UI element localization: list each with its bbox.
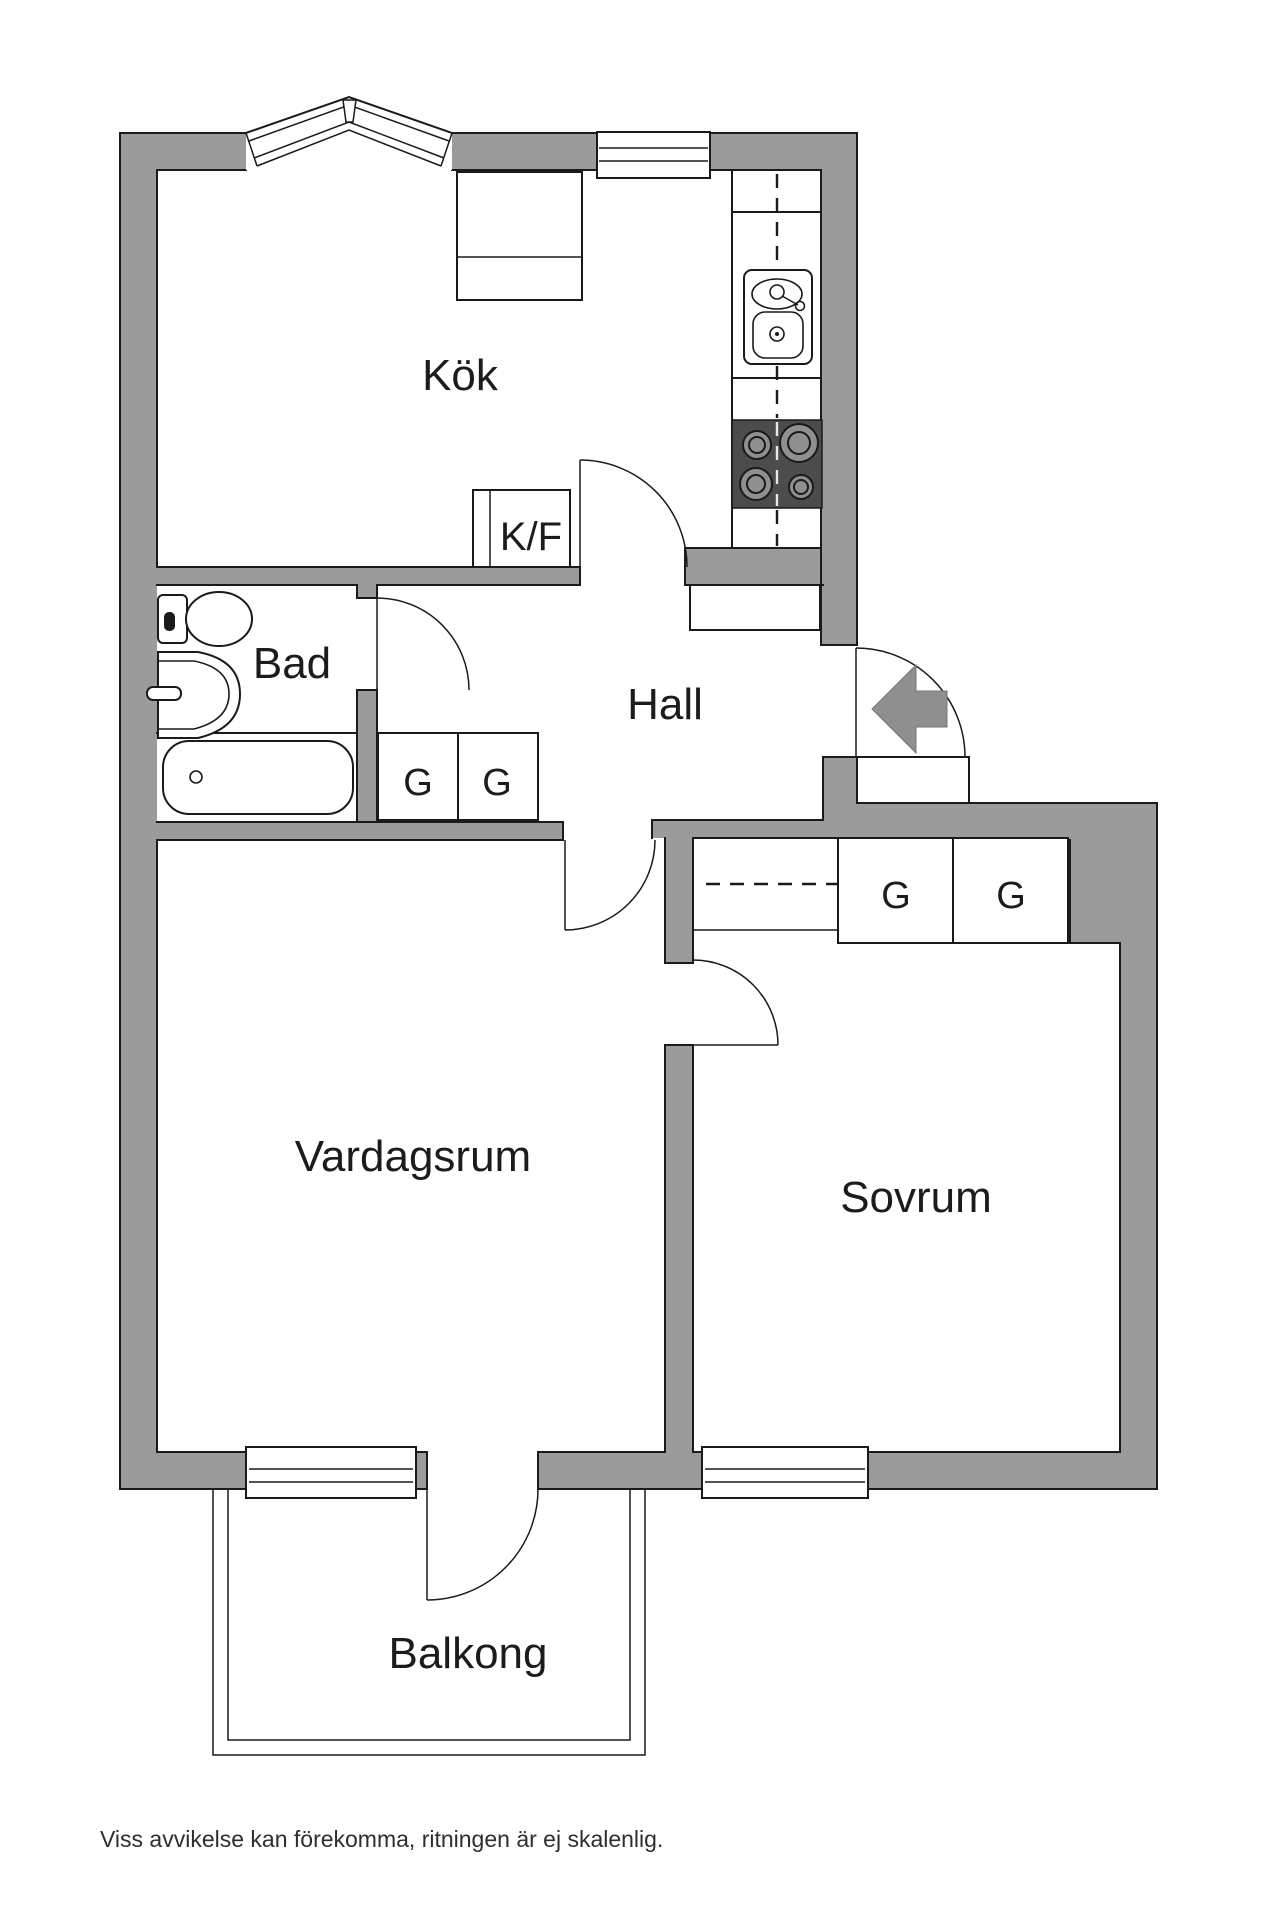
- door-sovrum: [692, 959, 779, 1046]
- bathtub: [162, 740, 354, 815]
- room-label-hall: Hall: [627, 680, 703, 729]
- kitchen-sink: [743, 269, 813, 365]
- wall-divider-upper: [665, 838, 693, 963]
- wall-kitchen-bottom-right: [685, 548, 823, 585]
- wall-bad-right-lower: [357, 690, 377, 822]
- door-vardagsrum: [564, 839, 656, 931]
- disclaimer-text: Viss avvikelse kan förekomma, ritningen …: [100, 1826, 663, 1852]
- entry-arrow-icon: [871, 663, 948, 755]
- wall-bad-bottom: [157, 822, 563, 840]
- wardrobe-sovrum-2: G: [952, 837, 1069, 944]
- fridge-freezer-label: K/F: [500, 515, 562, 559]
- room-label-balkong: Balkong: [388, 1629, 547, 1678]
- walls: [120, 133, 1157, 1489]
- fridge-freezer: [472, 489, 571, 568]
- door-entrance: [855, 647, 966, 758]
- wall-bad-right-upper: [357, 583, 377, 598]
- room-label-vardagsrum: Vardagsrum: [295, 1132, 531, 1181]
- wardrobe-label: G: [403, 762, 433, 804]
- window-kitchen: [596, 131, 711, 179]
- wardrobe-label: G: [482, 762, 512, 804]
- wall-top-mid: [452, 133, 597, 170]
- wall-top-left: [120, 133, 246, 170]
- kitchen-cabinet: [456, 171, 583, 301]
- wall-left: [120, 133, 157, 1489]
- bathroom-sink: [146, 651, 242, 739]
- door-bathroom: [376, 597, 470, 691]
- wall-sovrum-right-block: [1070, 803, 1157, 943]
- wardrobe-label: G: [996, 875, 1026, 917]
- bay-window-mullion: [342, 99, 357, 123]
- door-kitchen: [579, 459, 688, 568]
- sovrum-recess: [693, 882, 838, 931]
- wall-divider-lower: [665, 1045, 693, 1452]
- balcony-railing: [212, 1489, 646, 1756]
- door-balcony: [426, 1488, 539, 1601]
- room-label-bad: Bad: [253, 639, 331, 688]
- entry-threshold: [856, 756, 970, 804]
- wall-right-upper: [821, 133, 857, 645]
- wall-hall-bottom: [652, 820, 858, 838]
- hall-niche: [689, 584, 821, 631]
- wall-right-lower: [1120, 943, 1157, 1489]
- room-label-kok: Kök: [422, 351, 499, 400]
- room-label-sovrum: Sovrum: [840, 1173, 992, 1222]
- wardrobe-sovrum-1: G: [837, 837, 954, 944]
- wardrobe-hall-2: G: [457, 732, 539, 821]
- wall-kitchen-bottom-left: [157, 567, 580, 585]
- window-vardagsrum: [245, 1446, 417, 1499]
- stove: [731, 419, 823, 509]
- wardrobe-label: G: [881, 875, 911, 917]
- toilet: [157, 591, 253, 647]
- wardrobe-hall-1: G: [377, 732, 459, 821]
- wall-entry-connector: [823, 757, 858, 820]
- bay-window: [244, 95, 454, 170]
- window-sovrum: [701, 1446, 869, 1499]
